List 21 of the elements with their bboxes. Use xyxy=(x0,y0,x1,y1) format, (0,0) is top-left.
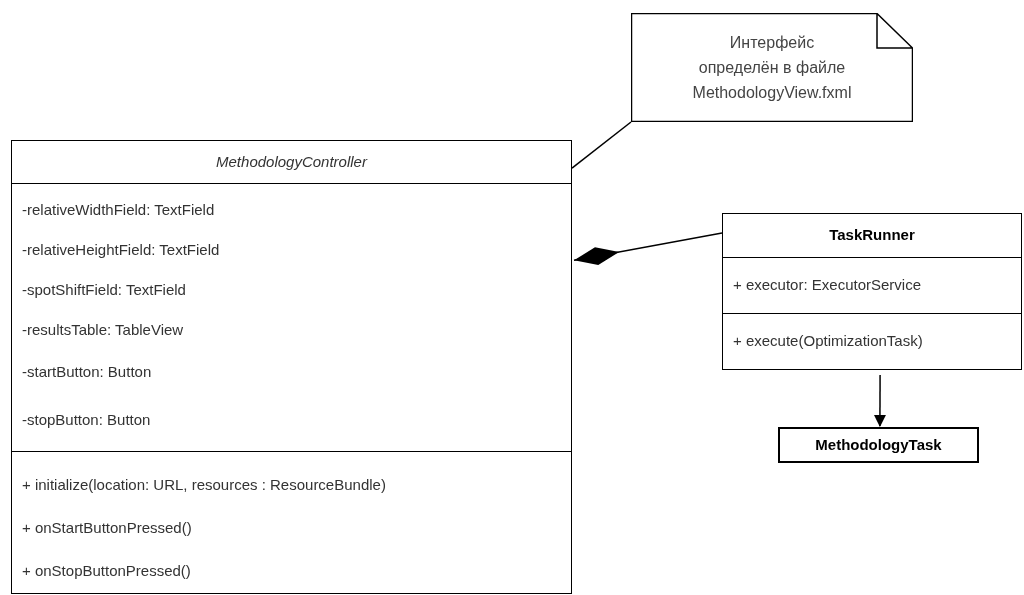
member-text: -resultsTable: TableView xyxy=(22,319,184,340)
member-text: + onStopButtonPressed() xyxy=(22,561,191,582)
class-name: MethodologyTask xyxy=(815,434,942,455)
member-text: -spotShiftField: TextField xyxy=(22,279,186,300)
member-text: + executor: ExecutorService xyxy=(733,275,921,296)
member-text: + onStartButtonPressed() xyxy=(22,518,192,539)
note-text: Интерфейс определён в файле MethodologyView.fxml xyxy=(692,33,852,103)
member-text: -stopButton: Button xyxy=(22,409,151,430)
uml-class-box xyxy=(11,140,572,594)
composition-line xyxy=(573,232,723,265)
note-link xyxy=(571,121,632,169)
member-text: + initialize(location: URL, resources : ResourceBundle) xyxy=(22,475,386,496)
class-name: MethodologyController xyxy=(216,151,367,172)
member-text: + execute(OptimizationTask) xyxy=(733,331,923,352)
class-box xyxy=(778,427,979,463)
arrow xyxy=(873,374,886,427)
member-text: -relativeWidthField: TextField xyxy=(22,199,215,220)
uml-class-box xyxy=(722,213,1022,370)
member-text: -relativeHeightField: TextField xyxy=(22,239,220,260)
class-name: TaskRunner xyxy=(829,225,915,246)
member-text: -startButton: Button xyxy=(22,362,152,383)
